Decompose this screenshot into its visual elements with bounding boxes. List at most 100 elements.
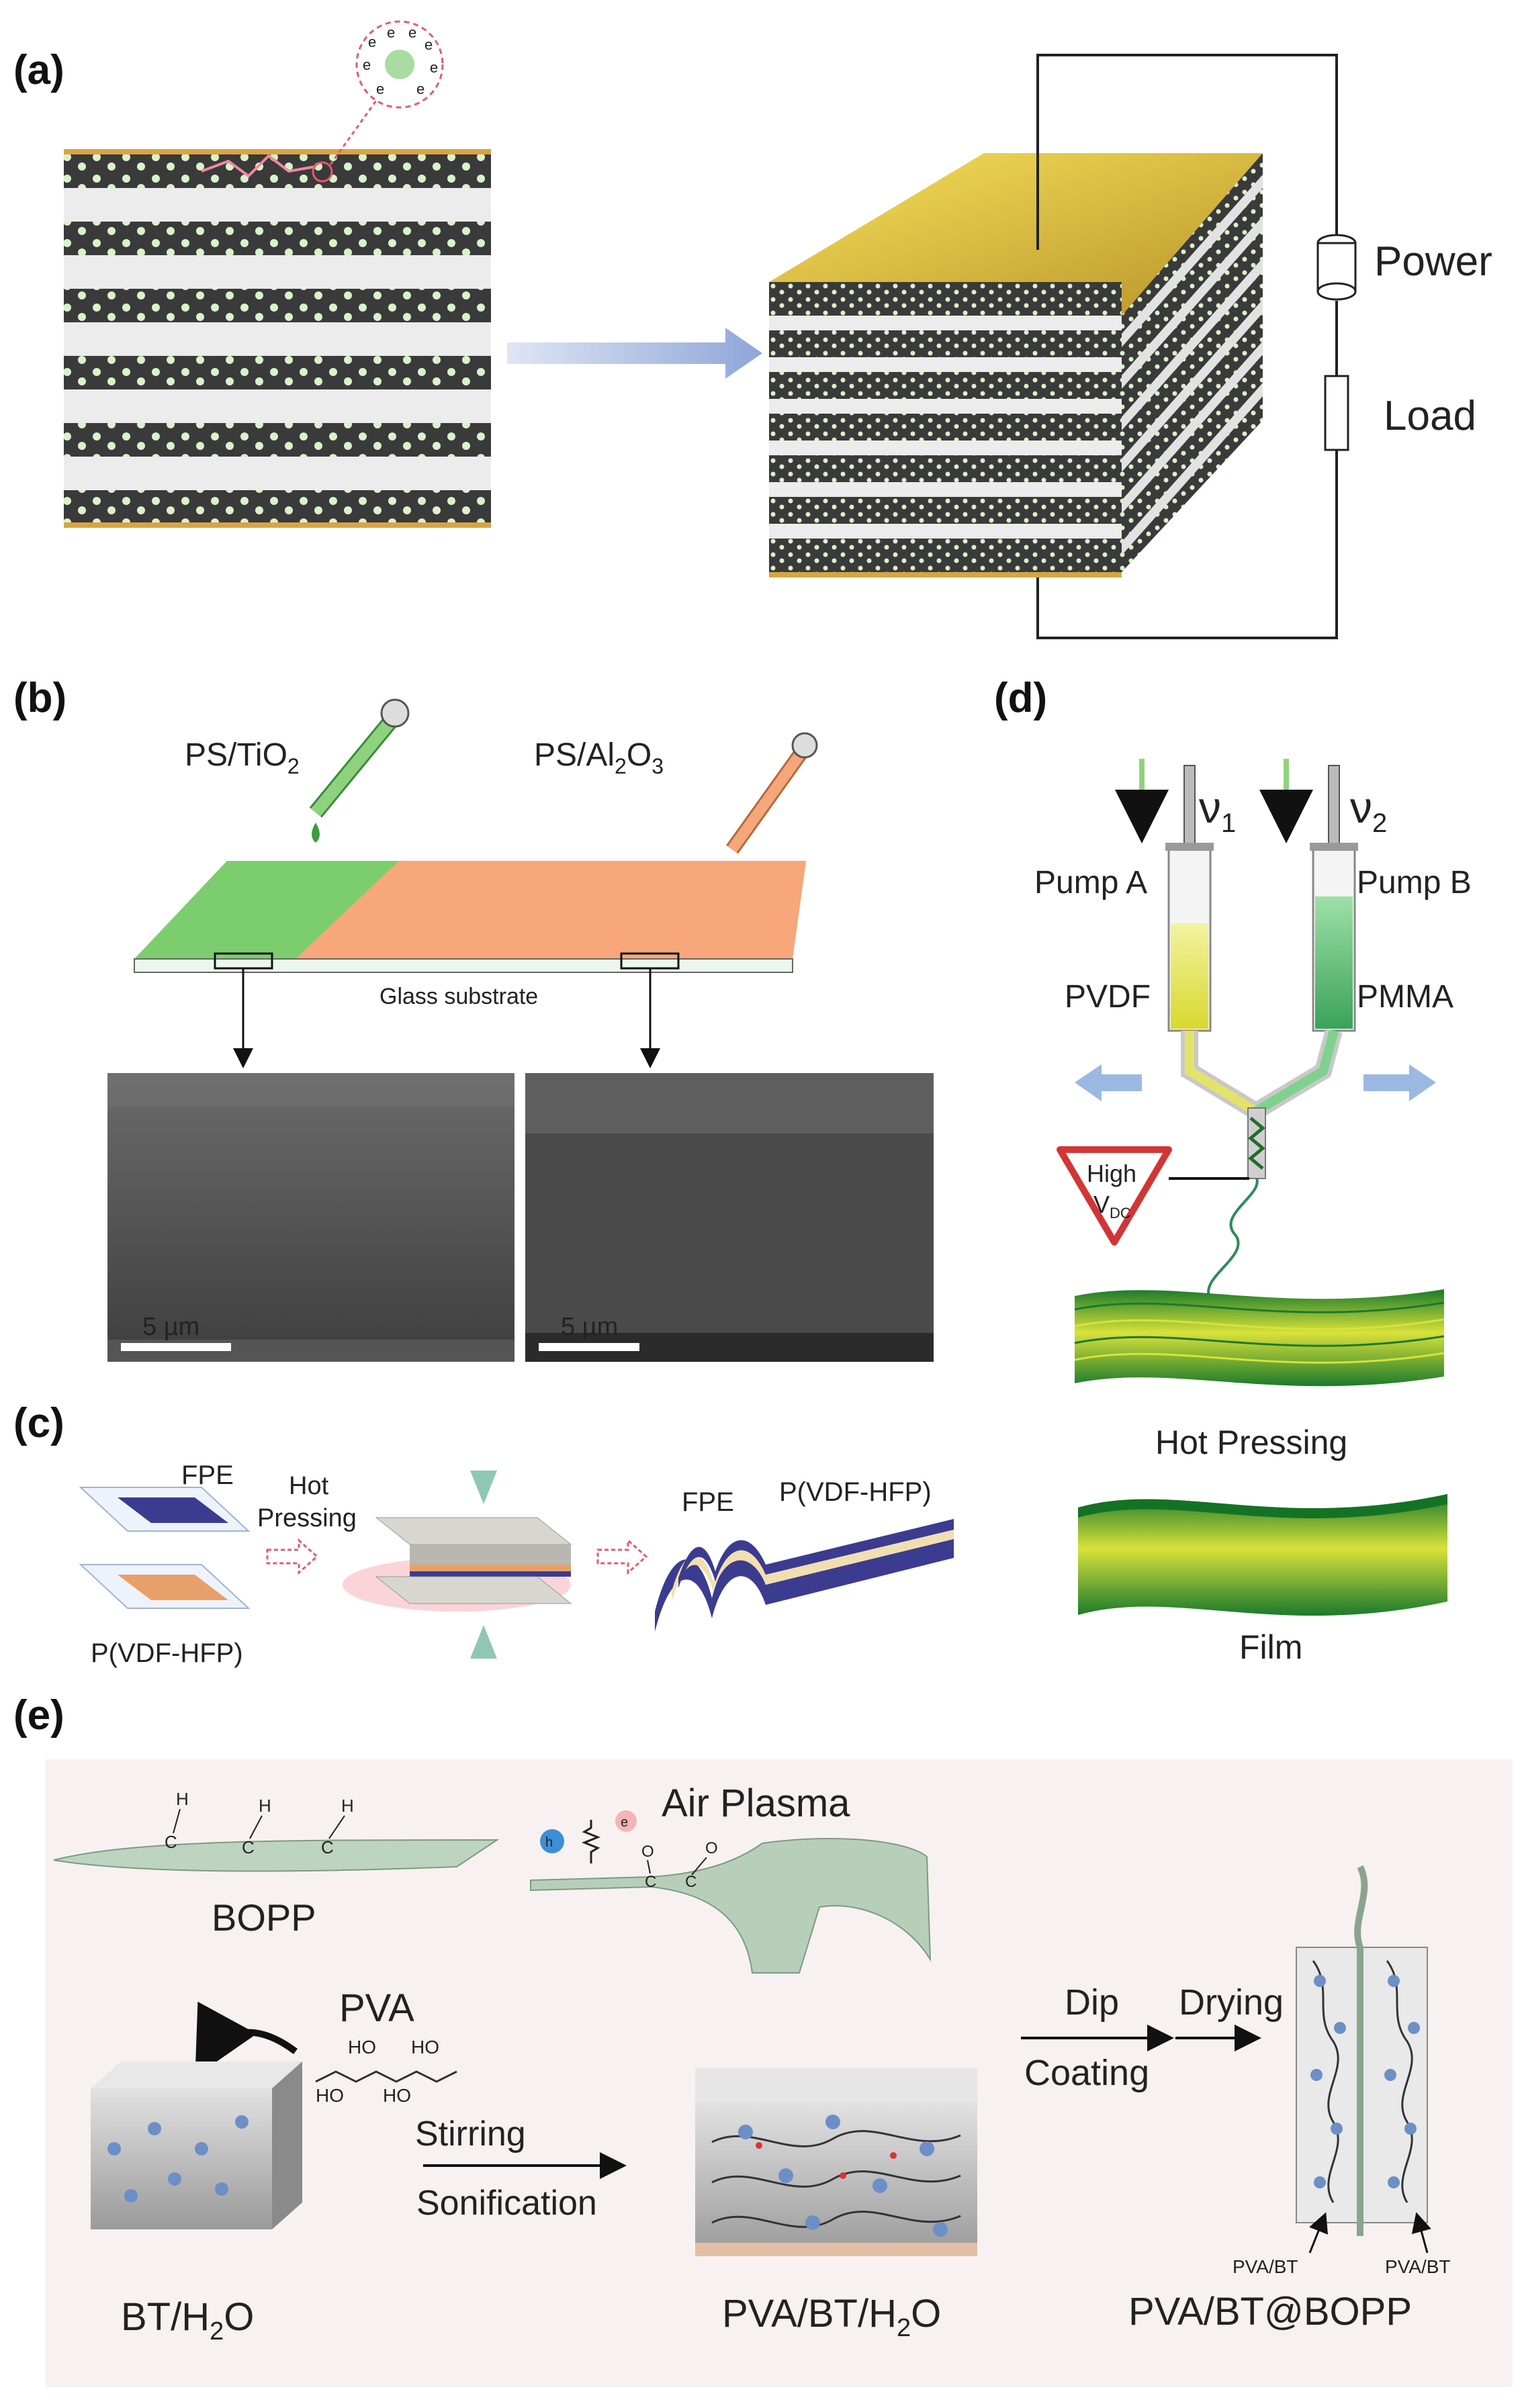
treated-film bbox=[530, 1837, 932, 1974]
pva-bt-h2o-bath bbox=[695, 2068, 977, 2256]
power-source-icon bbox=[1316, 234, 1357, 301]
load-resistor-icon bbox=[1324, 375, 1349, 451]
pmma-label: PMMA bbox=[1357, 979, 1453, 1015]
sonification-label: Sonification bbox=[416, 2184, 597, 2223]
electron-symbol: e bbox=[368, 34, 376, 50]
pva-bt-bopp-label: PVA/BT@BOPP bbox=[1128, 2290, 1412, 2333]
hot-label: Hot bbox=[289, 1472, 329, 1500]
bopp-film: H H H C C C bbox=[53, 1789, 500, 1872]
pump-a-label: Pump A bbox=[1034, 865, 1147, 900]
fpe-film-slide bbox=[79, 1487, 251, 1532]
process-arrow bbox=[507, 328, 762, 379]
panel-d-label: (d) bbox=[994, 675, 1047, 721]
hole-symbol: h bbox=[545, 1835, 553, 1850]
pvdf-hfp-layer-label: P(VDF-HFP) bbox=[779, 1477, 932, 1507]
ps-tio2-label: PS/TiO2 bbox=[185, 737, 300, 778]
hot-press-icon bbox=[343, 1471, 572, 1659]
breakdown-spark bbox=[201, 154, 316, 178]
pva-label: PVA bbox=[339, 1986, 414, 2030]
pva-bt-bopp-film bbox=[1296, 1865, 1428, 2236]
right-arrow-icon bbox=[1363, 1064, 1436, 1101]
layered-cross-section bbox=[64, 100, 491, 528]
syringe-pump-b bbox=[1310, 765, 1358, 1032]
hydroxyl-label: HO bbox=[411, 2037, 439, 2057]
composite-film bbox=[655, 1519, 954, 1632]
bopp-label: BOPP bbox=[212, 1896, 316, 1939]
multilayer-capacitor-block bbox=[769, 153, 1263, 577]
drying-label: Drying bbox=[1179, 1982, 1284, 2023]
panel-c-label: (c) bbox=[13, 1400, 64, 1446]
panel-b-label: (b) bbox=[13, 675, 66, 721]
electron-symbol: e bbox=[387, 24, 395, 41]
pva-chain bbox=[315, 2070, 457, 2083]
atom-h: H bbox=[341, 1796, 354, 1816]
hot-pressing-label: Hot Pressing bbox=[1155, 1424, 1347, 1461]
atom-c: C bbox=[645, 1873, 656, 1891]
pvdf-hfp-label: P(VDF-HFP) bbox=[91, 1638, 243, 1668]
green-dropper-icon bbox=[309, 698, 410, 843]
atom-h: H bbox=[176, 1789, 189, 1809]
pva-bt-left-label: PVA/BT bbox=[1233, 2256, 1298, 2277]
external-circuit bbox=[1036, 54, 1338, 639]
scale-bar bbox=[121, 1343, 231, 1351]
sem-image-left: 5 µm bbox=[107, 1073, 514, 1362]
electron-symbol: e bbox=[376, 81, 384, 97]
dip-label: Dip bbox=[1065, 1982, 1119, 2023]
pva-bt-h2o-label: PVA/BT/H2O bbox=[722, 2292, 941, 2342]
scale-bar bbox=[539, 1343, 639, 1351]
pvdf-hfp-film-slide bbox=[79, 1564, 251, 1609]
panel-c: (c) FPE P(VDF-HFP) Hot Pressing bbox=[13, 1400, 954, 1668]
atom-c: C bbox=[165, 1832, 177, 1852]
left-arrow-icon bbox=[1075, 1064, 1142, 1101]
pour-arrow bbox=[195, 2001, 298, 2077]
electron-symbol: e bbox=[424, 36, 433, 53]
hydroxyl-label: HO bbox=[348, 2037, 376, 2057]
bt-h2o-label: BT/H2O bbox=[121, 2295, 254, 2346]
coating-label: Coating bbox=[1024, 2053, 1149, 2093]
air-plasma-label: Air Plasma bbox=[662, 1781, 850, 1825]
nu1-label: ν1 bbox=[1199, 782, 1236, 838]
orange-dropper-icon bbox=[717, 732, 818, 881]
high-label: High bbox=[1087, 1160, 1136, 1187]
panel-b: (b) PS/TiO2 PS/Al2O3 Glass substrate bbox=[13, 675, 934, 1362]
hydroxyl-label: HO bbox=[316, 2085, 344, 2106]
pressing-label: Pressing bbox=[257, 1504, 357, 1532]
jet-stream bbox=[1207, 1178, 1259, 1297]
syringe-pump-a bbox=[1165, 765, 1214, 1032]
glass-substrate-label: Glass substrate bbox=[379, 984, 538, 1009]
electron-symbol: e bbox=[621, 1815, 628, 1830]
atom-c: C bbox=[685, 1873, 697, 1891]
stacked-layers bbox=[1074, 1289, 1445, 1387]
panel-d: (d) ν1 ν2 Pump A Pump B PVDF PMMA bbox=[994, 675, 1472, 1666]
bt-h2o-bath bbox=[91, 2062, 302, 2229]
electron-symbol: e bbox=[408, 24, 416, 41]
hydroxyl-label: HO bbox=[383, 2085, 411, 2106]
nu2-label: ν2 bbox=[1350, 782, 1387, 838]
power-label: Power bbox=[1374, 238, 1492, 285]
stirring-label: Stirring bbox=[415, 2115, 526, 2154]
scale-bar-label: 5 µm bbox=[142, 1313, 199, 1341]
panel-e-label: (e) bbox=[13, 1692, 64, 1739]
panel-a: (a) e e e e bbox=[13, 20, 1492, 639]
electron-symbol: e bbox=[430, 59, 438, 76]
electron-symbol: e bbox=[363, 56, 371, 73]
sem-image-right: 5 µm bbox=[525, 1073, 934, 1362]
film-block bbox=[1078, 1494, 1447, 1616]
panel-e: (e) H H H C C C BOPP h e Air Plasma O O … bbox=[13, 1692, 1513, 2387]
scale-bar-label: 5 µm bbox=[561, 1313, 618, 1341]
electron-symbol: e bbox=[416, 81, 424, 97]
atom-o: O bbox=[641, 1843, 654, 1861]
vdc-label: VDC bbox=[1093, 1191, 1131, 1221]
panel-a-label: (a) bbox=[13, 47, 64, 93]
pump-b-label: Pump B bbox=[1357, 865, 1472, 900]
atom-o: O bbox=[705, 1839, 718, 1857]
fpe-layer-label: FPE bbox=[682, 1487, 734, 1517]
dashed-arrow bbox=[596, 1538, 648, 1575]
film-label: Film bbox=[1239, 1628, 1302, 1666]
plasma-source: h e bbox=[540, 1810, 637, 1863]
high-voltage-sign: High VDC bbox=[1057, 1146, 1172, 1246]
atom-c: C bbox=[321, 1837, 334, 1857]
charge-zoom-bubble: e e e e e e e e bbox=[355, 20, 444, 109]
ps-al2o3-label: PS/Al2O3 bbox=[534, 737, 664, 778]
